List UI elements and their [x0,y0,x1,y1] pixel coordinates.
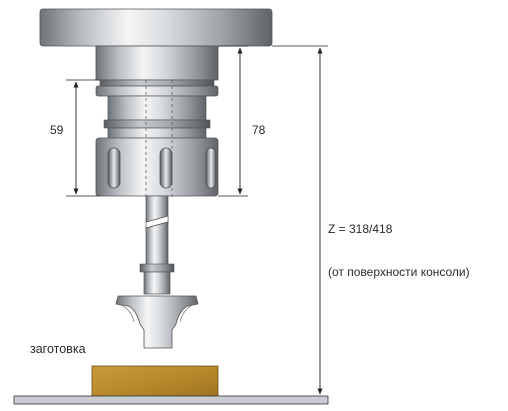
holder-height-label: 78 [252,123,266,137]
router-bit-icon [115,263,199,349]
z-note-label: (от поверхности консоли) [328,265,470,279]
workpiece-label: заготовка [30,342,86,356]
dimension-59: 59 [50,79,100,197]
workpiece-icon [91,365,219,397]
tool-shank [145,195,169,267]
collet-height-label: 59 [50,123,64,137]
collet-nut-icon [95,137,219,197]
collet-chuck [103,95,211,139]
dimension-78: 78 [218,45,266,197]
table-icon [13,395,329,405]
dimension-z: Z = 318/418 (от поверхности консоли) [272,45,470,395]
spindle-icon [39,8,273,97]
center-line [145,80,173,198]
z-travel-label: Z = 318/418 [328,222,393,236]
